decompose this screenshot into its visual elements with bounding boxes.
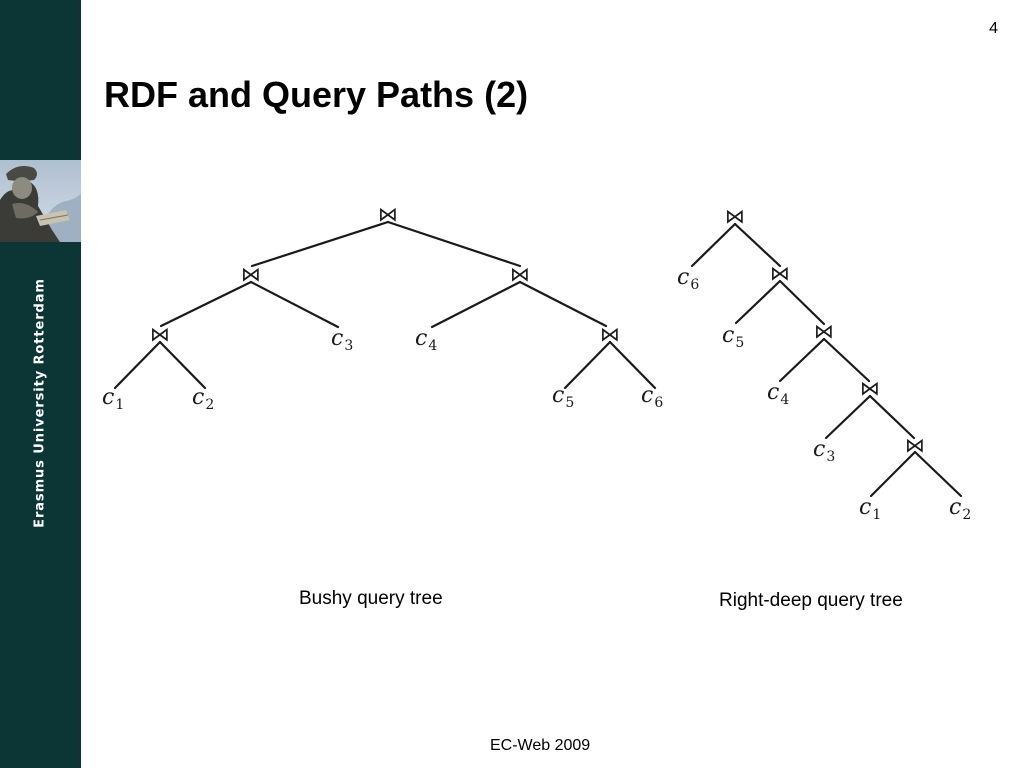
leaf-label: c2	[192, 385, 214, 413]
leaf-label: c5	[552, 383, 574, 411]
edge	[913, 450, 963, 498]
edge	[733, 222, 782, 268]
erasmus-portrait-image	[0, 160, 81, 242]
join-node: ⋈	[600, 322, 620, 346]
leaf-base: c	[331, 326, 343, 351]
bushy-tree-caption: Bushy query tree	[299, 588, 443, 609]
edge	[563, 340, 612, 390]
slide-title: RDF and Query Paths (2)	[104, 74, 529, 115]
join-node: ⋈	[770, 261, 790, 285]
join-node: ⋈	[725, 204, 745, 228]
leaf-base: c	[192, 385, 204, 410]
leaf-label: c1	[859, 495, 881, 523]
edge	[778, 279, 826, 326]
sidebar-band: Erasmus University Rotterdam	[0, 0, 81, 768]
join-node: ⋈	[241, 262, 261, 286]
leaf-label: c6	[677, 265, 699, 293]
edge	[690, 222, 737, 268]
leaf-base: c	[415, 326, 427, 351]
leaf-subscript: 6	[654, 395, 663, 411]
leaf-base: c	[813, 437, 825, 462]
join-node: ⋈	[860, 376, 880, 400]
leaf-label: c4	[767, 380, 789, 408]
join-node: ⋈	[905, 433, 925, 457]
leaf-label: c6	[641, 383, 663, 411]
leaf-base: c	[722, 323, 734, 348]
leaf-base: c	[859, 495, 871, 520]
leaf-subscript: 1	[115, 397, 124, 413]
tree-edges	[690, 222, 963, 498]
leaf-subscript: 5	[565, 395, 574, 411]
leaf-subscript: 4	[780, 392, 789, 408]
leaf-base: c	[677, 265, 689, 290]
edge	[518, 280, 608, 328]
leaf-subscript: 2	[205, 397, 214, 413]
leaf-subscript: 1	[872, 507, 881, 523]
edge	[113, 340, 162, 390]
right-deep-tree-caption: Right-deep query tree	[719, 590, 903, 611]
bushy-query-tree: ⋈ ⋈ ⋈ ⋈ ⋈ c1 c2 c3 c4 c5 c6	[102, 202, 663, 413]
edge	[159, 280, 253, 328]
join-node: ⋈	[510, 262, 530, 286]
edge	[386, 220, 522, 268]
leaf-base: c	[767, 380, 779, 405]
leaf-base: c	[102, 385, 114, 410]
leaf-subscript: 5	[735, 335, 744, 351]
leaf-subscript: 3	[826, 449, 835, 465]
leaf-label: c2	[949, 495, 971, 523]
join-nodes: ⋈ ⋈ ⋈ ⋈ ⋈	[150, 202, 620, 346]
leaf-subscript: 2	[962, 507, 971, 523]
edge	[778, 337, 826, 383]
join-node: ⋈	[150, 322, 170, 346]
edge	[734, 279, 782, 325]
leaf-subscript: 3	[344, 338, 353, 354]
leaf-base: c	[552, 383, 564, 408]
leaf-labels: c1 c2 c3 c4 c5 c6	[102, 326, 663, 413]
edge	[158, 340, 207, 390]
edge	[822, 337, 871, 383]
leaf-label: c3	[331, 326, 353, 354]
leaf-subscript: 6	[690, 277, 699, 293]
edge	[868, 394, 916, 440]
join-node: ⋈	[814, 319, 834, 343]
edge	[249, 280, 340, 329]
slide-footer: EC-Web 2009	[490, 737, 591, 754]
leaf-labels: c6 c5 c4 c3 c1 c2	[677, 265, 971, 523]
right-deep-query-tree: ⋈ ⋈ ⋈ ⋈ ⋈ c6 c5 c4 c3 c1 c2	[677, 204, 971, 523]
edge	[824, 394, 872, 440]
tree-edges	[113, 220, 657, 390]
leaf-label: c5	[722, 323, 744, 351]
page-number: 4	[989, 20, 998, 37]
leaf-label: c1	[102, 385, 124, 413]
edge	[608, 340, 657, 390]
edge	[869, 450, 917, 498]
leaf-label: c3	[813, 437, 835, 465]
join-node: ⋈	[378, 202, 398, 226]
leaf-label: c4	[415, 326, 437, 354]
edge	[250, 220, 390, 268]
leaf-base: c	[949, 495, 961, 520]
join-nodes: ⋈ ⋈ ⋈ ⋈ ⋈	[725, 204, 925, 457]
edge	[430, 280, 522, 329]
leaf-subscript: 4	[428, 338, 437, 354]
leaf-base: c	[641, 383, 653, 408]
